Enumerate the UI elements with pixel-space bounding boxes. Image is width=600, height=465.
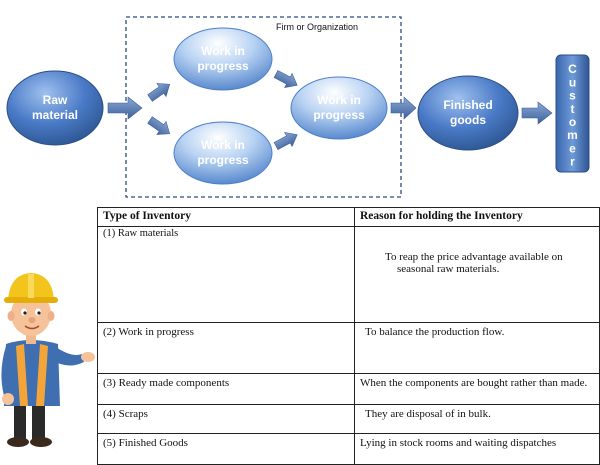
customer-letter: s bbox=[569, 89, 576, 103]
inventory-type-cell: (2) Work in progress bbox=[97, 322, 355, 374]
work-in-progress-node-2: Work in progress bbox=[173, 121, 273, 185]
table-row: (4) Scraps They are disposal of in bulk. bbox=[97, 404, 600, 434]
finished-goods-label-2: goods bbox=[450, 113, 486, 127]
arrow-right-icon bbox=[390, 96, 417, 120]
table-row: (3) Ready made components When the compo… bbox=[97, 373, 600, 405]
arrow-down-right-icon bbox=[147, 116, 171, 135]
wip3-label-2: progress bbox=[313, 108, 365, 122]
arrow-right-icon bbox=[107, 96, 143, 120]
wip1-label-2: progress bbox=[197, 59, 249, 73]
inventory-reason-text: To reap the price advantage available on… bbox=[385, 251, 563, 275]
inventory-type-cell: (5) Finished Goods bbox=[97, 433, 355, 465]
customer-letter: m bbox=[567, 128, 578, 142]
wip2-label-2: progress bbox=[197, 153, 249, 167]
customer-letter: u bbox=[569, 75, 576, 89]
customer-letter: e bbox=[569, 141, 576, 155]
header-type-of-inventory: Type of Inventory bbox=[97, 207, 355, 227]
work-in-progress-node-3: Work in progress bbox=[290, 76, 388, 140]
inventory-table: Type of Inventory Reason for holding the… bbox=[97, 207, 600, 465]
arrow-up-right-icon bbox=[273, 131, 298, 150]
inventory-type-cell: (4) Scraps bbox=[97, 404, 355, 434]
inventory-reason-cell: Lying in stock rooms and waiting dispatc… bbox=[354, 433, 600, 465]
work-in-progress-node-1: Work in progress bbox=[173, 27, 273, 91]
header-reason-for-holding: Reason for holding the Inventory bbox=[354, 207, 600, 227]
arrow-right-icon bbox=[521, 101, 553, 125]
raw-material-label-2: material bbox=[32, 108, 78, 122]
inventory-type-cell: (3) Ready made components bbox=[97, 373, 355, 405]
table-row: (5) Finished Goods Lying in stock rooms … bbox=[97, 433, 600, 465]
table-row: (2) Work in progress To balance the prod… bbox=[97, 322, 600, 374]
inventory-flow-diagram: Firm or Organization Raw material Work i… bbox=[6, 16, 590, 198]
inventory-reason-cell: To balance the production flow. bbox=[354, 322, 600, 374]
wip1-label-1: Work in bbox=[201, 44, 245, 58]
arrow-down-right-icon bbox=[273, 70, 298, 89]
arrow-up-right-icon bbox=[147, 83, 171, 102]
inventory-reason-cell: They are disposal of in bulk. bbox=[354, 404, 600, 434]
table-header-row: Type of Inventory Reason for holding the… bbox=[97, 207, 600, 227]
finished-goods-node: Finished goods bbox=[417, 75, 519, 151]
table-row: (1) Raw materials To reap the price adva… bbox=[97, 226, 600, 323]
inventory-reason-cell: To reap the price advantage available on… bbox=[354, 226, 600, 323]
customer-letter: C bbox=[568, 62, 577, 76]
finished-goods-label-1: Finished bbox=[443, 98, 492, 112]
inventory-reason-cell: When the components are bought rather th… bbox=[354, 373, 600, 405]
wip3-label-1: Work in bbox=[317, 93, 361, 107]
firm-label: Firm or Organization bbox=[276, 22, 358, 32]
customer-letter: t bbox=[571, 102, 575, 116]
inventory-type-cell: (1) Raw materials bbox=[97, 226, 355, 323]
customer-letter: o bbox=[569, 115, 576, 129]
raw-material-label-1: Raw bbox=[43, 93, 68, 107]
construction-worker-icon bbox=[1, 273, 95, 447]
customer-letter: r bbox=[570, 155, 575, 169]
wip2-label-1: Work in bbox=[201, 138, 245, 152]
raw-material-node: Raw material bbox=[6, 70, 104, 146]
